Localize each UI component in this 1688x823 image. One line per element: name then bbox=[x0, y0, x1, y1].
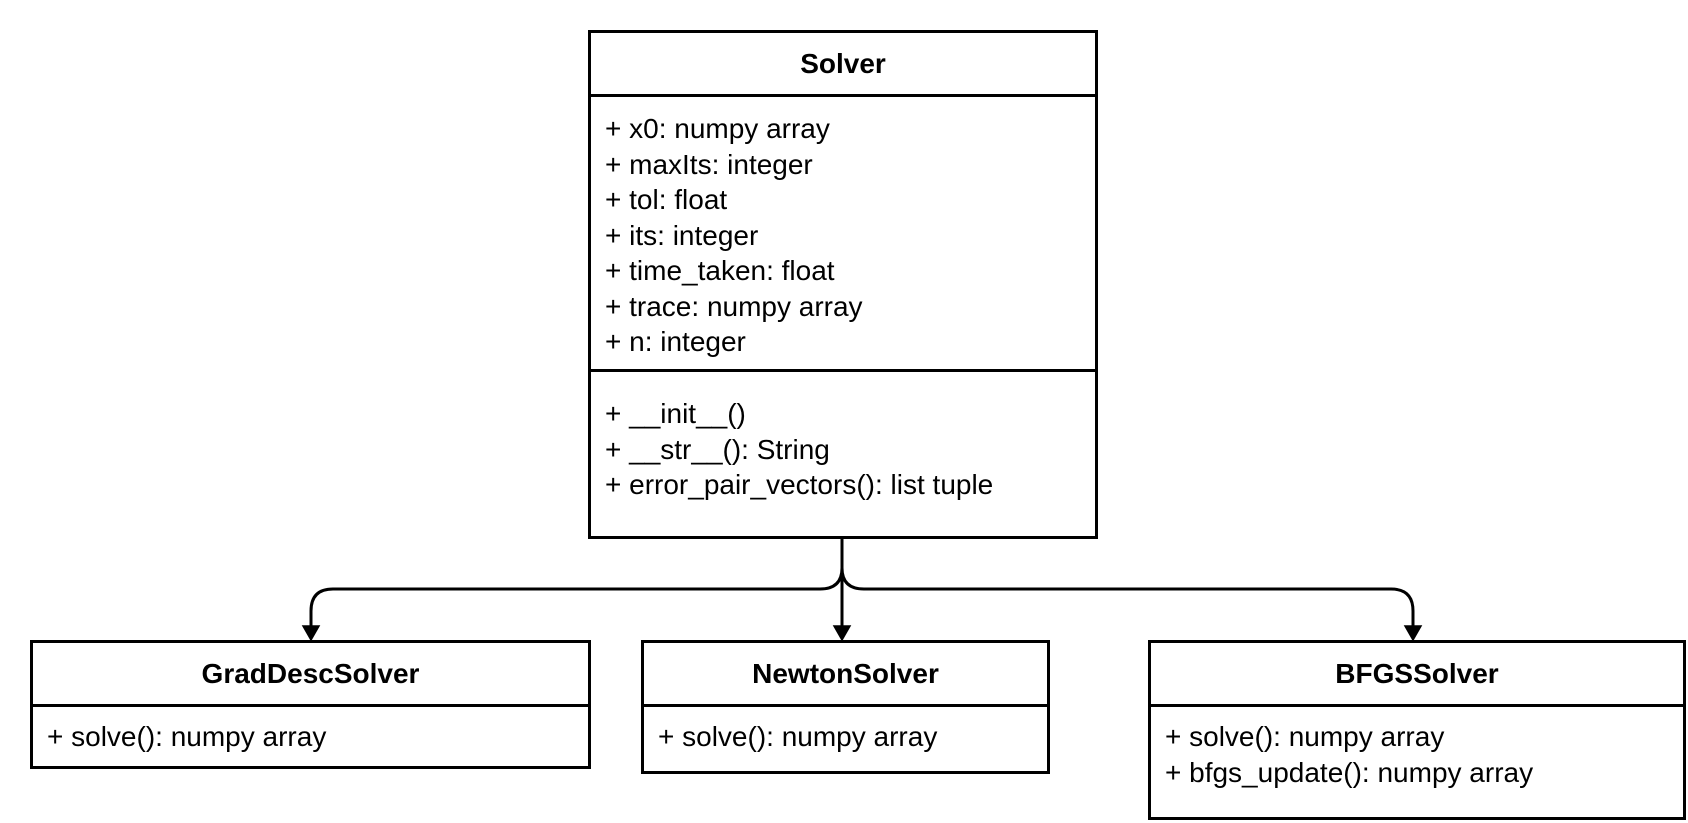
class-solver[interactable]: Solver + x0: numpy array + maxIts: integ… bbox=[588, 30, 1098, 539]
method: + solve(): numpy array bbox=[658, 721, 938, 752]
class-bfgssolver-methods: + solve(): numpy array + bfgs_update(): … bbox=[1151, 707, 1683, 790]
class-newtonsolver-methods: + solve(): numpy array bbox=[644, 707, 1047, 755]
attribute: + n: integer bbox=[605, 326, 746, 357]
attribute: + trace: numpy array bbox=[605, 290, 863, 322]
arrowhead-newtonsolver bbox=[832, 625, 852, 642]
method: + solve(): numpy array bbox=[47, 721, 327, 752]
attribute: + its: integer bbox=[605, 219, 759, 251]
edge-to-bfgssolver bbox=[840, 567, 1415, 626]
method: + __str__(): String bbox=[605, 433, 830, 465]
class-solver-methods: + __init__() + __str__(): String + error… bbox=[591, 372, 1095, 503]
class-newtonsolver[interactable]: NewtonSolver + solve(): numpy array bbox=[641, 640, 1050, 774]
class-bfgssolver[interactable]: BFGSSolver + solve(): numpy array + bfgs… bbox=[1148, 640, 1686, 820]
method: + error_pair_vectors(): list tuple bbox=[605, 469, 994, 500]
attribute: + maxIts: integer bbox=[605, 148, 813, 180]
class-solver-attributes: + x0: numpy array + maxIts: integer + to… bbox=[591, 97, 1095, 372]
arrowhead-graddescsolver bbox=[301, 625, 321, 642]
class-graddescsolver-methods: + solve(): numpy array bbox=[33, 707, 588, 755]
attribute: + tol: float bbox=[605, 184, 728, 215]
class-bfgssolver-name: BFGSSolver bbox=[1151, 643, 1683, 707]
edge-to-graddescsolver bbox=[309, 567, 844, 626]
class-graddescsolver[interactable]: GradDescSolver + solve(): numpy array bbox=[30, 640, 591, 769]
method: + bfgs_update(): numpy array bbox=[1165, 756, 1534, 788]
class-solver-name: Solver bbox=[591, 33, 1095, 97]
method: + solve(): numpy array bbox=[1165, 721, 1445, 752]
attribute: + x0: numpy array bbox=[605, 113, 830, 144]
class-newtonsolver-name: NewtonSolver bbox=[644, 643, 1047, 707]
arrowhead-bfgssolver bbox=[1403, 625, 1423, 642]
method: + __init__() bbox=[605, 398, 746, 429]
attribute: + time_taken: float bbox=[605, 255, 835, 286]
class-graddescsolver-name: GradDescSolver bbox=[33, 643, 588, 707]
